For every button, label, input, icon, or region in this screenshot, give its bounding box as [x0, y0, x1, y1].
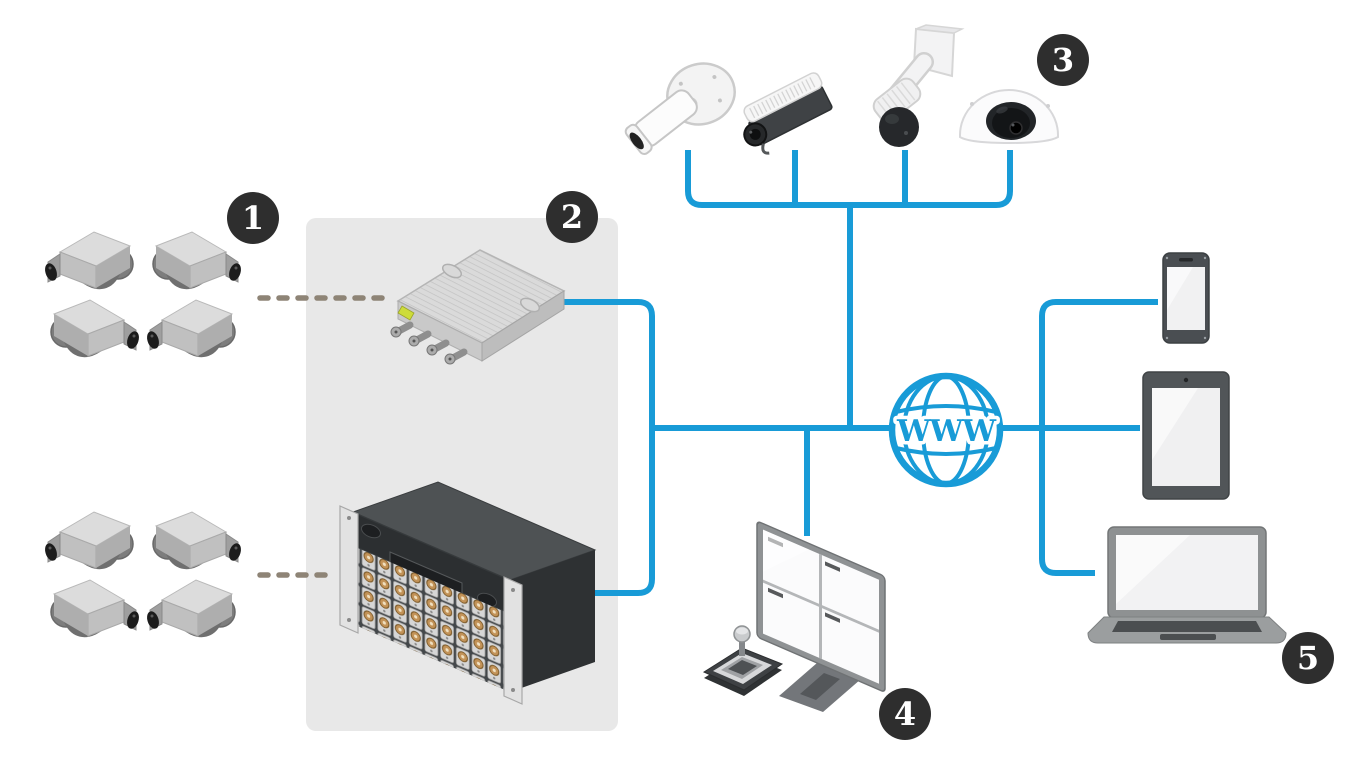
www-label: WWW [896, 414, 997, 449]
badge-4: 4 [879, 688, 931, 740]
badge-4-label: 4 [894, 695, 916, 733]
badge-2: 2 [546, 191, 598, 243]
analog-camera-icon [43, 232, 133, 288]
badge-1-label: 1 [242, 199, 264, 237]
rack-video-encoder-icon [339, 481, 597, 705]
box-camera-icon [743, 72, 833, 155]
rack-bnc-panel [353, 546, 510, 692]
analog-camera-group-2 [43, 512, 243, 636]
laptop-icon [1087, 526, 1287, 644]
line-encoders-trunk [553, 299, 655, 596]
analog-camera-icon [153, 512, 243, 568]
bullet-camera-icon [624, 62, 736, 155]
analog-camera-icon [145, 300, 235, 356]
badge-1: 1 [227, 192, 279, 244]
ip-camera-row [624, 24, 1059, 155]
monitor-quad-view-icon [756, 521, 886, 712]
badge-2-label: 2 [561, 198, 583, 236]
encoder-status-label [397, 305, 415, 321]
tablet-icon [1142, 371, 1230, 500]
rack-ear-left [339, 505, 359, 634]
badge-5-label: 5 [1297, 639, 1319, 677]
www-globe-icon: WWW [888, 372, 1004, 488]
analog-dashed-links [257, 295, 395, 578]
dome-camera-icon [959, 89, 1059, 145]
analog-camera-icon [145, 580, 235, 636]
analog-camera-icon [51, 300, 141, 356]
analog-camera-icon [153, 232, 243, 288]
laptop-keyboard [1112, 621, 1262, 632]
connection-lines [553, 150, 1158, 596]
smartphone-icon [1162, 252, 1210, 344]
analog-camera-icon [51, 580, 141, 636]
analog-camera-icon [43, 512, 133, 568]
bnc-connectors [390, 321, 468, 365]
line-client-branch [1039, 299, 1158, 576]
badge-3: 3 [1037, 34, 1089, 86]
video-encoder-icon [390, 249, 566, 365]
joystick-icon [702, 625, 784, 696]
badge-5: 5 [1282, 632, 1334, 684]
laptop-trackpad [1160, 634, 1216, 640]
badge-3-label: 3 [1052, 41, 1074, 79]
rack-ear-right [503, 576, 523, 705]
ptz-camera-icon [872, 24, 965, 147]
analog-camera-group-1 [43, 232, 243, 356]
line-ip-camera-bus [685, 150, 1013, 208]
